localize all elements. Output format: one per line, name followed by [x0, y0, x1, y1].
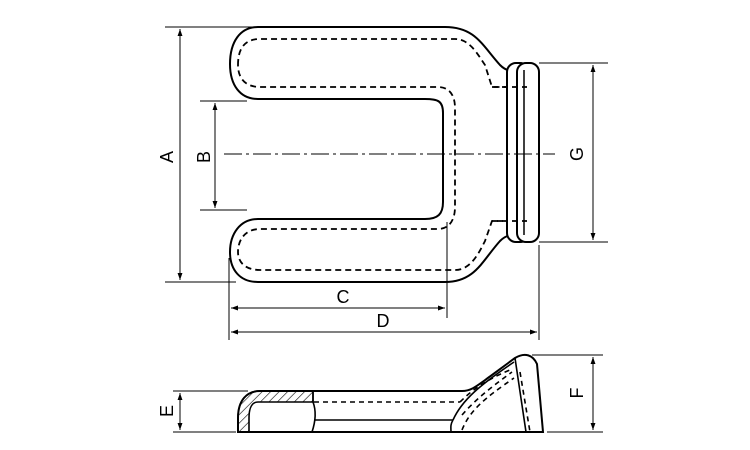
hatched-section [237, 390, 314, 433]
dimension-f: F [532, 354, 603, 433]
dimension-label-e: E [157, 405, 177, 417]
dimension-label-c: C [337, 287, 350, 307]
side-view-outline [237, 353, 545, 433]
dimension-c: C [228, 222, 448, 340]
dimension-a: A [157, 26, 258, 283]
dimension-label-d: D [377, 311, 390, 331]
collar-outer [516, 62, 540, 243]
dimension-g: G [539, 62, 608, 243]
side-view-hidden-lines [314, 369, 531, 433]
side-view [237, 353, 545, 433]
dimension-label-a: A [157, 151, 177, 163]
dimension-label-f: F [567, 388, 587, 399]
top-view-hidden-line [237, 38, 513, 271]
top-view [224, 26, 555, 283]
dimension-e: E [157, 390, 248, 433]
dimension-label-g: G [567, 147, 587, 161]
dimension-d: D [231, 245, 540, 340]
dimension-label-b: B [194, 151, 214, 163]
dimension-b: B [194, 100, 247, 211]
